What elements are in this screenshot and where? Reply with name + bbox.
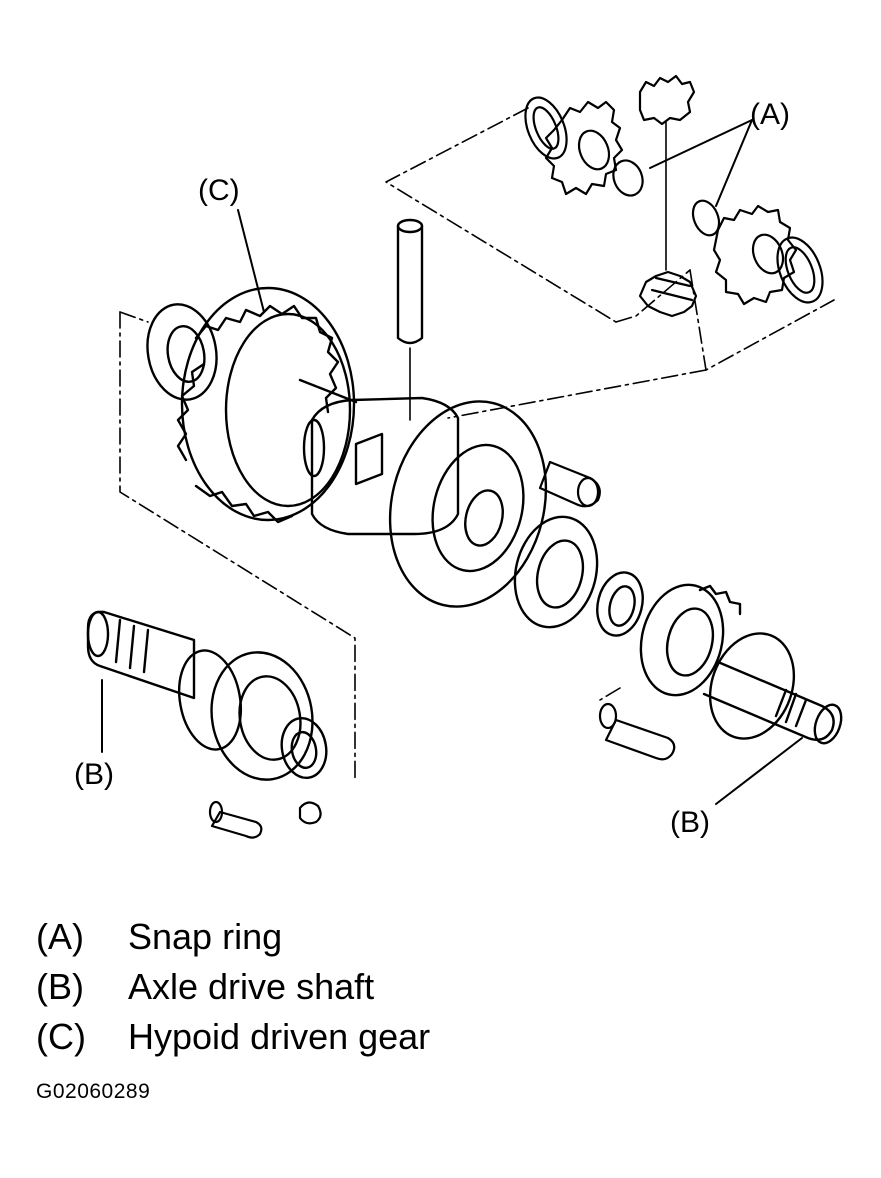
side-gear-lower <box>712 204 798 306</box>
legend-text: Hypoid driven gear <box>128 1016 431 1057</box>
side-gear-upper <box>544 100 624 196</box>
differential-exploded-diagram: (A) (C) (B) (B) <box>74 74 843 839</box>
legend-key: (C) <box>36 1016 86 1057</box>
legend-text: Snap ring <box>128 916 283 957</box>
snap-ring-upper <box>612 159 644 197</box>
axle-drive-shaft-right <box>702 632 843 745</box>
callout-c-leader <box>237 209 265 313</box>
case-flange <box>388 400 548 608</box>
parts-legend: (A) Snap ring (B) Axle drive shaft (C) H… <box>36 912 856 1062</box>
callout-b-right-leader <box>715 737 803 805</box>
retainer-ring-right <box>639 583 742 697</box>
pinion-gear-top <box>638 74 696 271</box>
legend-row: (C) Hypoid driven gear <box>36 1012 856 1062</box>
differential-case <box>298 378 460 536</box>
shaft-bolt-left <box>208 800 322 839</box>
snap-ring-lower <box>691 199 721 237</box>
side-washer-lower <box>776 236 824 304</box>
legend-key: (A) <box>36 916 84 957</box>
callout-label-b-right: (B) <box>670 806 710 839</box>
side-gear-assembly-upper <box>524 96 644 197</box>
bearing-left <box>146 303 218 401</box>
snap-ring-shaft-left <box>178 649 242 751</box>
hypoid-driven-gear <box>176 286 356 524</box>
callout-label-a: (A) <box>750 98 790 131</box>
shaft-bolt-right <box>598 702 676 761</box>
side-washer-upper <box>524 96 568 160</box>
side-gear-assembly-lower <box>691 199 824 306</box>
bearing-right <box>513 515 599 629</box>
callout-label-c: (C) <box>198 174 240 207</box>
legend-key: (B) <box>36 966 84 1007</box>
snap-ring-shaft-right <box>708 632 796 740</box>
pinion-gear-bottom <box>638 270 698 318</box>
figure-id: G02060289 <box>36 1080 151 1103</box>
pinion-shaft <box>396 218 424 421</box>
legend-row: (A) Snap ring <box>36 912 856 962</box>
flange-bolt <box>538 460 601 508</box>
axle-drive-shaft-left <box>86 610 242 751</box>
retainer-ring-left <box>210 651 328 781</box>
legend-text: Axle drive shaft <box>128 966 375 1007</box>
assembly-outline <box>119 107 835 781</box>
oil-seal-right <box>596 571 644 637</box>
callout-label-b-left: (B) <box>74 758 114 791</box>
callout-a-leaders <box>649 119 753 207</box>
legend-row: (B) Axle drive shaft <box>36 962 856 1012</box>
